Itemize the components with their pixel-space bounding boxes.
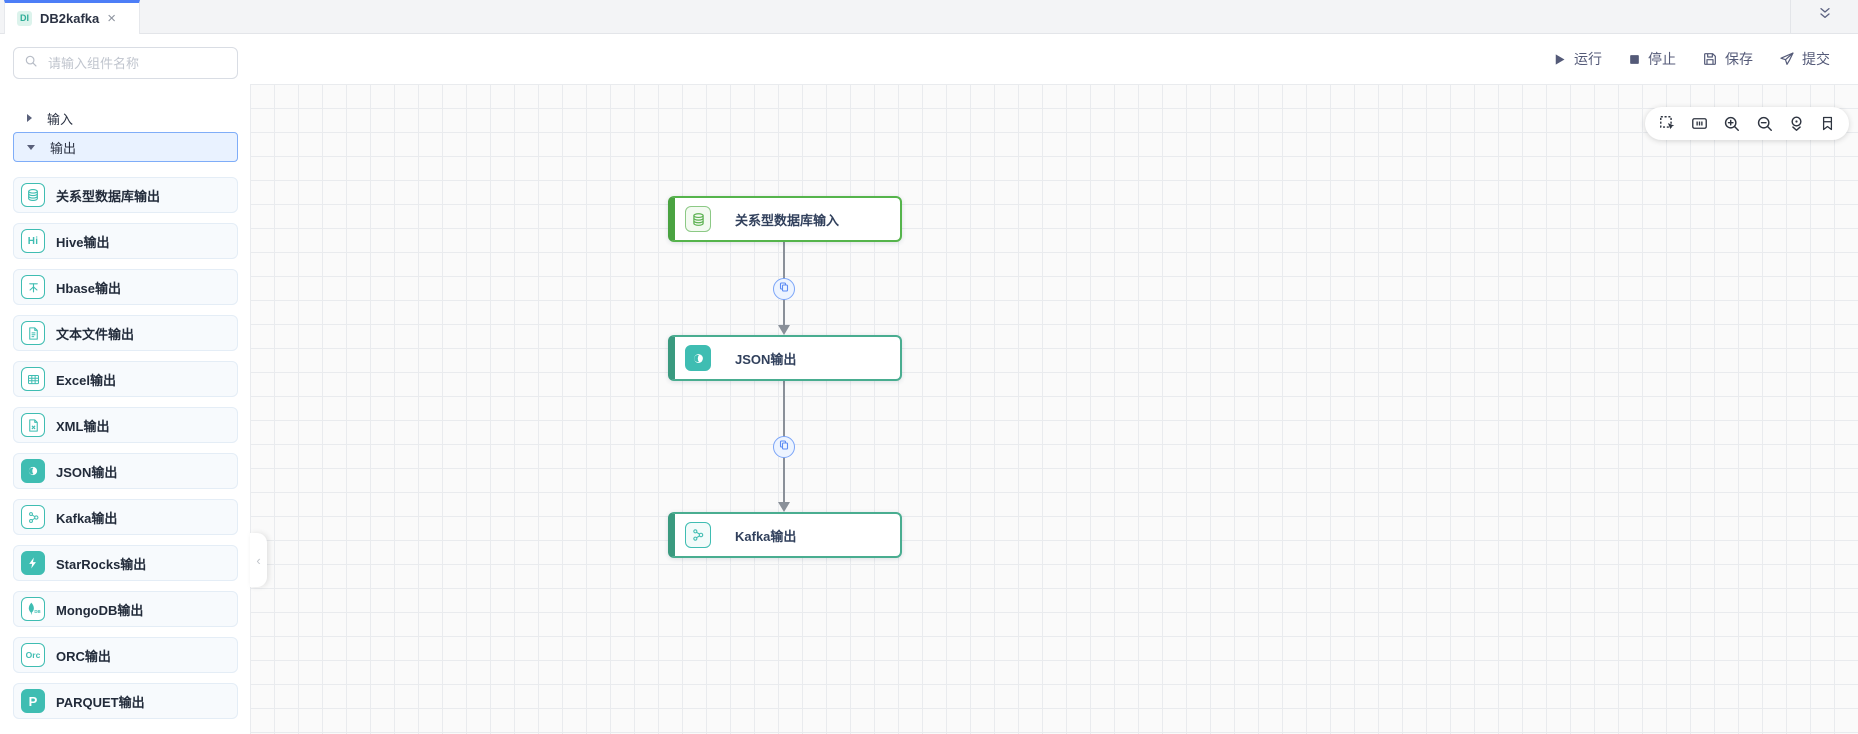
sidebar-section-input[interactable]: 输入: [13, 103, 238, 133]
node-label: 关系型数据库输入: [735, 212, 840, 228]
item-label: 关系型数据库输出: [56, 188, 161, 204]
di-badge: DI: [17, 11, 32, 26]
json-icon: [21, 459, 45, 483]
item-label: Excel输出: [56, 372, 116, 388]
sidebar-item-relational-db-output[interactable]: 关系型数据库输出: [13, 177, 238, 213]
parquet-glyph: P: [28, 693, 38, 709]
node-relational-db-input[interactable]: 关系型数据库输入: [668, 196, 902, 242]
hbase-icon: [21, 275, 45, 299]
run-label: 运行: [1574, 51, 1602, 67]
node-kafka-output[interactable]: Kafka输出: [668, 512, 902, 558]
edge-arrowhead-icon: [778, 325, 790, 335]
edge-copy-button[interactable]: [773, 436, 795, 458]
hive-glyph: Hi: [27, 235, 39, 247]
play-icon: [1552, 52, 1567, 67]
toolbar-actions: 运行 停止 保存 提交: [1552, 34, 1830, 84]
sidebar-item-parquet-output[interactable]: P PARQUET输出: [13, 683, 238, 719]
sidebar-item-xml-output[interactable]: XML输出: [13, 407, 238, 443]
bookmark-icon[interactable]: [1819, 115, 1836, 132]
excel-icon: [21, 367, 45, 391]
database-icon: [685, 206, 711, 232]
stop-icon: [1628, 53, 1641, 66]
paper-plane-icon: [1779, 51, 1795, 67]
save-button[interactable]: 保存: [1702, 49, 1753, 69]
orc-glyph: Orc: [25, 650, 41, 660]
search-icon: [24, 54, 38, 73]
submit-label: 提交: [1802, 51, 1830, 67]
section-label: 输出: [50, 140, 77, 156]
marquee-select-icon[interactable]: [1658, 114, 1677, 133]
kafka-icon: [21, 505, 45, 529]
node-json-output[interactable]: JSON输出: [668, 335, 902, 381]
locate-icon[interactable]: [1787, 114, 1806, 133]
submit-button[interactable]: 提交: [1779, 49, 1830, 69]
sidebar-item-orc-output[interactable]: Orc ORC输出: [13, 637, 238, 673]
flow-canvas[interactable]: 关系型数据库输入 JSON输出 Kafka输出: [250, 84, 1858, 734]
toolbar: 运行 停止 保存 提交: [0, 34, 1858, 84]
database-icon: [21, 183, 45, 207]
item-label: Hbase输出: [56, 280, 122, 296]
stop-label: 停止: [1648, 51, 1676, 67]
text-file-icon: [21, 321, 45, 345]
chevron-left-icon: ‹: [256, 552, 261, 568]
search-input[interactable]: [46, 54, 227, 72]
component-search[interactable]: [13, 47, 238, 79]
section-label: 输入: [47, 111, 74, 127]
starrocks-icon: [21, 551, 45, 575]
chevron-right-icon: [27, 114, 32, 122]
sidebar-item-hbase-output[interactable]: Hbase输出: [13, 269, 238, 305]
hive-icon: Hi: [21, 229, 45, 253]
sidebar-item-text-file-output[interactable]: 文本文件输出: [13, 315, 238, 351]
tab-bar: DI DB2kafka ×: [0, 0, 1858, 34]
parquet-icon: P: [21, 689, 45, 713]
copy-icon: [778, 438, 790, 456]
canvas-toolbar: [1645, 107, 1849, 140]
item-label: ORC输出: [56, 648, 111, 664]
item-label: MongoDB输出: [56, 602, 144, 618]
edge-arrowhead-icon: [778, 502, 790, 512]
sidebar-item-hive-output[interactable]: Hi Hive输出: [13, 223, 238, 259]
node-label: JSON输出: [735, 351, 797, 367]
sidebar-item-starrocks-output[interactable]: StarRocks输出: [13, 545, 238, 581]
tab-db2kafka[interactable]: DI DB2kafka ×: [4, 0, 140, 34]
item-label: StarRocks输出: [56, 556, 147, 572]
mongodb-icon: DB: [21, 597, 45, 621]
zoom-out-icon[interactable]: [1755, 114, 1774, 133]
item-label: PARQUET输出: [56, 694, 145, 710]
minimap-icon[interactable]: [1690, 114, 1709, 133]
orc-icon: Orc: [21, 643, 45, 667]
floppy-save-icon: [1702, 51, 1718, 67]
sidebar-section-output[interactable]: 输出: [13, 132, 238, 162]
stop-button[interactable]: 停止: [1628, 49, 1676, 69]
xml-icon: [21, 413, 45, 437]
sidebar-collapse-handle[interactable]: ‹: [250, 533, 267, 587]
sidebar-item-excel-output[interactable]: Excel输出: [13, 361, 238, 397]
item-label: Hive输出: [56, 234, 110, 250]
item-label: JSON输出: [56, 464, 118, 480]
sidebar-item-kafka-output[interactable]: Kafka输出: [13, 499, 238, 535]
collapse-tabs-button[interactable]: [1790, 0, 1858, 33]
tab-title: DB2kafka: [40, 11, 100, 26]
component-sidebar: 输入 输出 关系型数据库输出 Hi Hive输出 Hbase输出 文本文件输出 …: [0, 34, 250, 734]
chevron-down-icon: [27, 144, 35, 150]
item-label: XML输出: [56, 418, 110, 434]
double-chevron-down-icon: [1817, 6, 1833, 27]
sidebar-item-mongodb-output[interactable]: DB MongoDB输出: [13, 591, 238, 627]
kafka-icon: [685, 522, 711, 548]
mongodb-db-glyph: DB: [34, 609, 40, 614]
run-button[interactable]: 运行: [1552, 49, 1602, 69]
item-label: 文本文件输出: [56, 326, 135, 342]
copy-icon: [778, 280, 790, 298]
save-label: 保存: [1725, 51, 1753, 67]
sidebar-item-json-output[interactable]: JSON输出: [13, 453, 238, 489]
json-icon: [685, 345, 711, 371]
item-label: Kafka输出: [56, 510, 118, 526]
edge-copy-button[interactable]: [773, 278, 795, 300]
close-icon[interactable]: ×: [107, 10, 117, 27]
zoom-in-icon[interactable]: [1722, 114, 1741, 133]
node-label: Kafka输出: [735, 528, 797, 544]
